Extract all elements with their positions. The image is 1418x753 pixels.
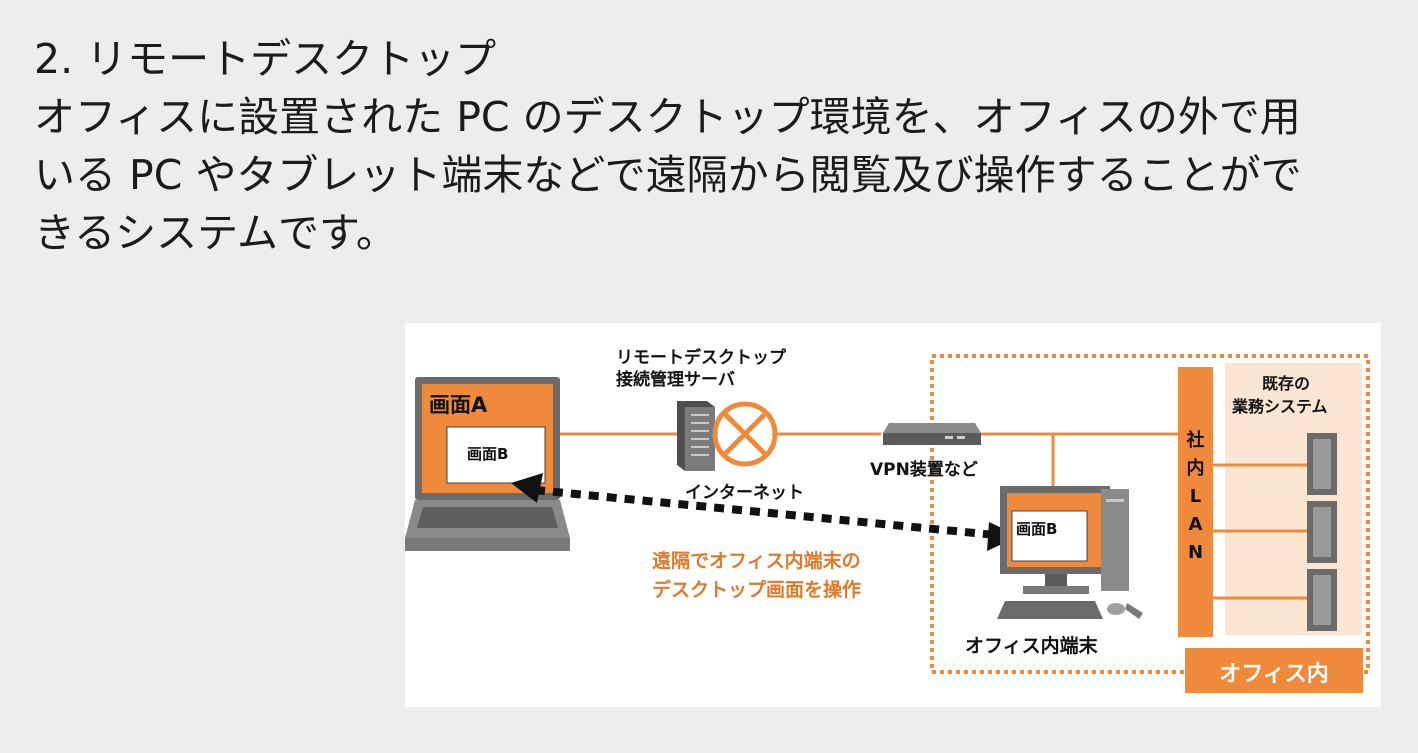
remote-desktop-diagram: 画面A 画面B リモートデスクトップ 接続管理サーバ インターネット VPN装置… [405,323,1381,707]
server-icon [1307,501,1337,563]
lan-char: 社 [1186,430,1205,451]
laptop-icon [405,377,570,551]
office-inside-badge-bg [1185,648,1363,693]
internet-icon [712,401,778,467]
server-label: 接続管理サーバ [616,370,735,390]
description-text: 2. リモートデスクトップ オフィスに設置された PC のデスクトップ環境を、オ… [34,30,1394,262]
screen-b-remote-label: 画面B [467,445,509,463]
server-label: リモートデスクトップ [616,348,786,368]
screen-b-office-label: 画面B [1016,520,1058,538]
lan-char: A [1188,514,1203,535]
server-icon [1307,569,1337,631]
office-inside-label: オフィス内 [1219,662,1329,687]
office-boundary [930,354,1370,674]
lan-char: L [1189,486,1202,507]
vpn-device-icon [883,423,981,445]
existing-system-label: 既存の [1262,374,1311,393]
lan-label: 社 内 L A N [1178,427,1213,567]
server-icon [677,401,715,471]
heading-line: きるシステムです。 [34,209,397,257]
heading-line: いる PC やタブレット端末などで遠隔から閲覧及び操作することがで [34,151,1302,199]
caption-label: デスクトップ画面を操作 [652,579,862,601]
internet-label: インターネット [685,483,804,503]
heading-line: オフィスに設置された PC のデスクトップ環境を、オフィスの外で用 [34,93,1301,141]
existing-system-area [1225,363,1362,635]
lan-bar [1178,367,1213,637]
diagram-graphics [405,354,1370,693]
existing-system-label: 業務システム [1232,397,1328,416]
screen-a-label: 画面A [429,393,488,417]
office-pc-icon [997,486,1143,619]
caption-label: 遠隔でオフィス内端末の [652,550,861,572]
heading-title: 2. リモートデスクトップ [34,35,497,83]
lan-char: 内 [1186,458,1205,479]
office-terminal-label: オフィス内端末 [965,635,1098,657]
vpn-label: VPN装置など [870,460,978,480]
server-icon [1307,433,1337,495]
lan-char: N [1187,542,1204,563]
